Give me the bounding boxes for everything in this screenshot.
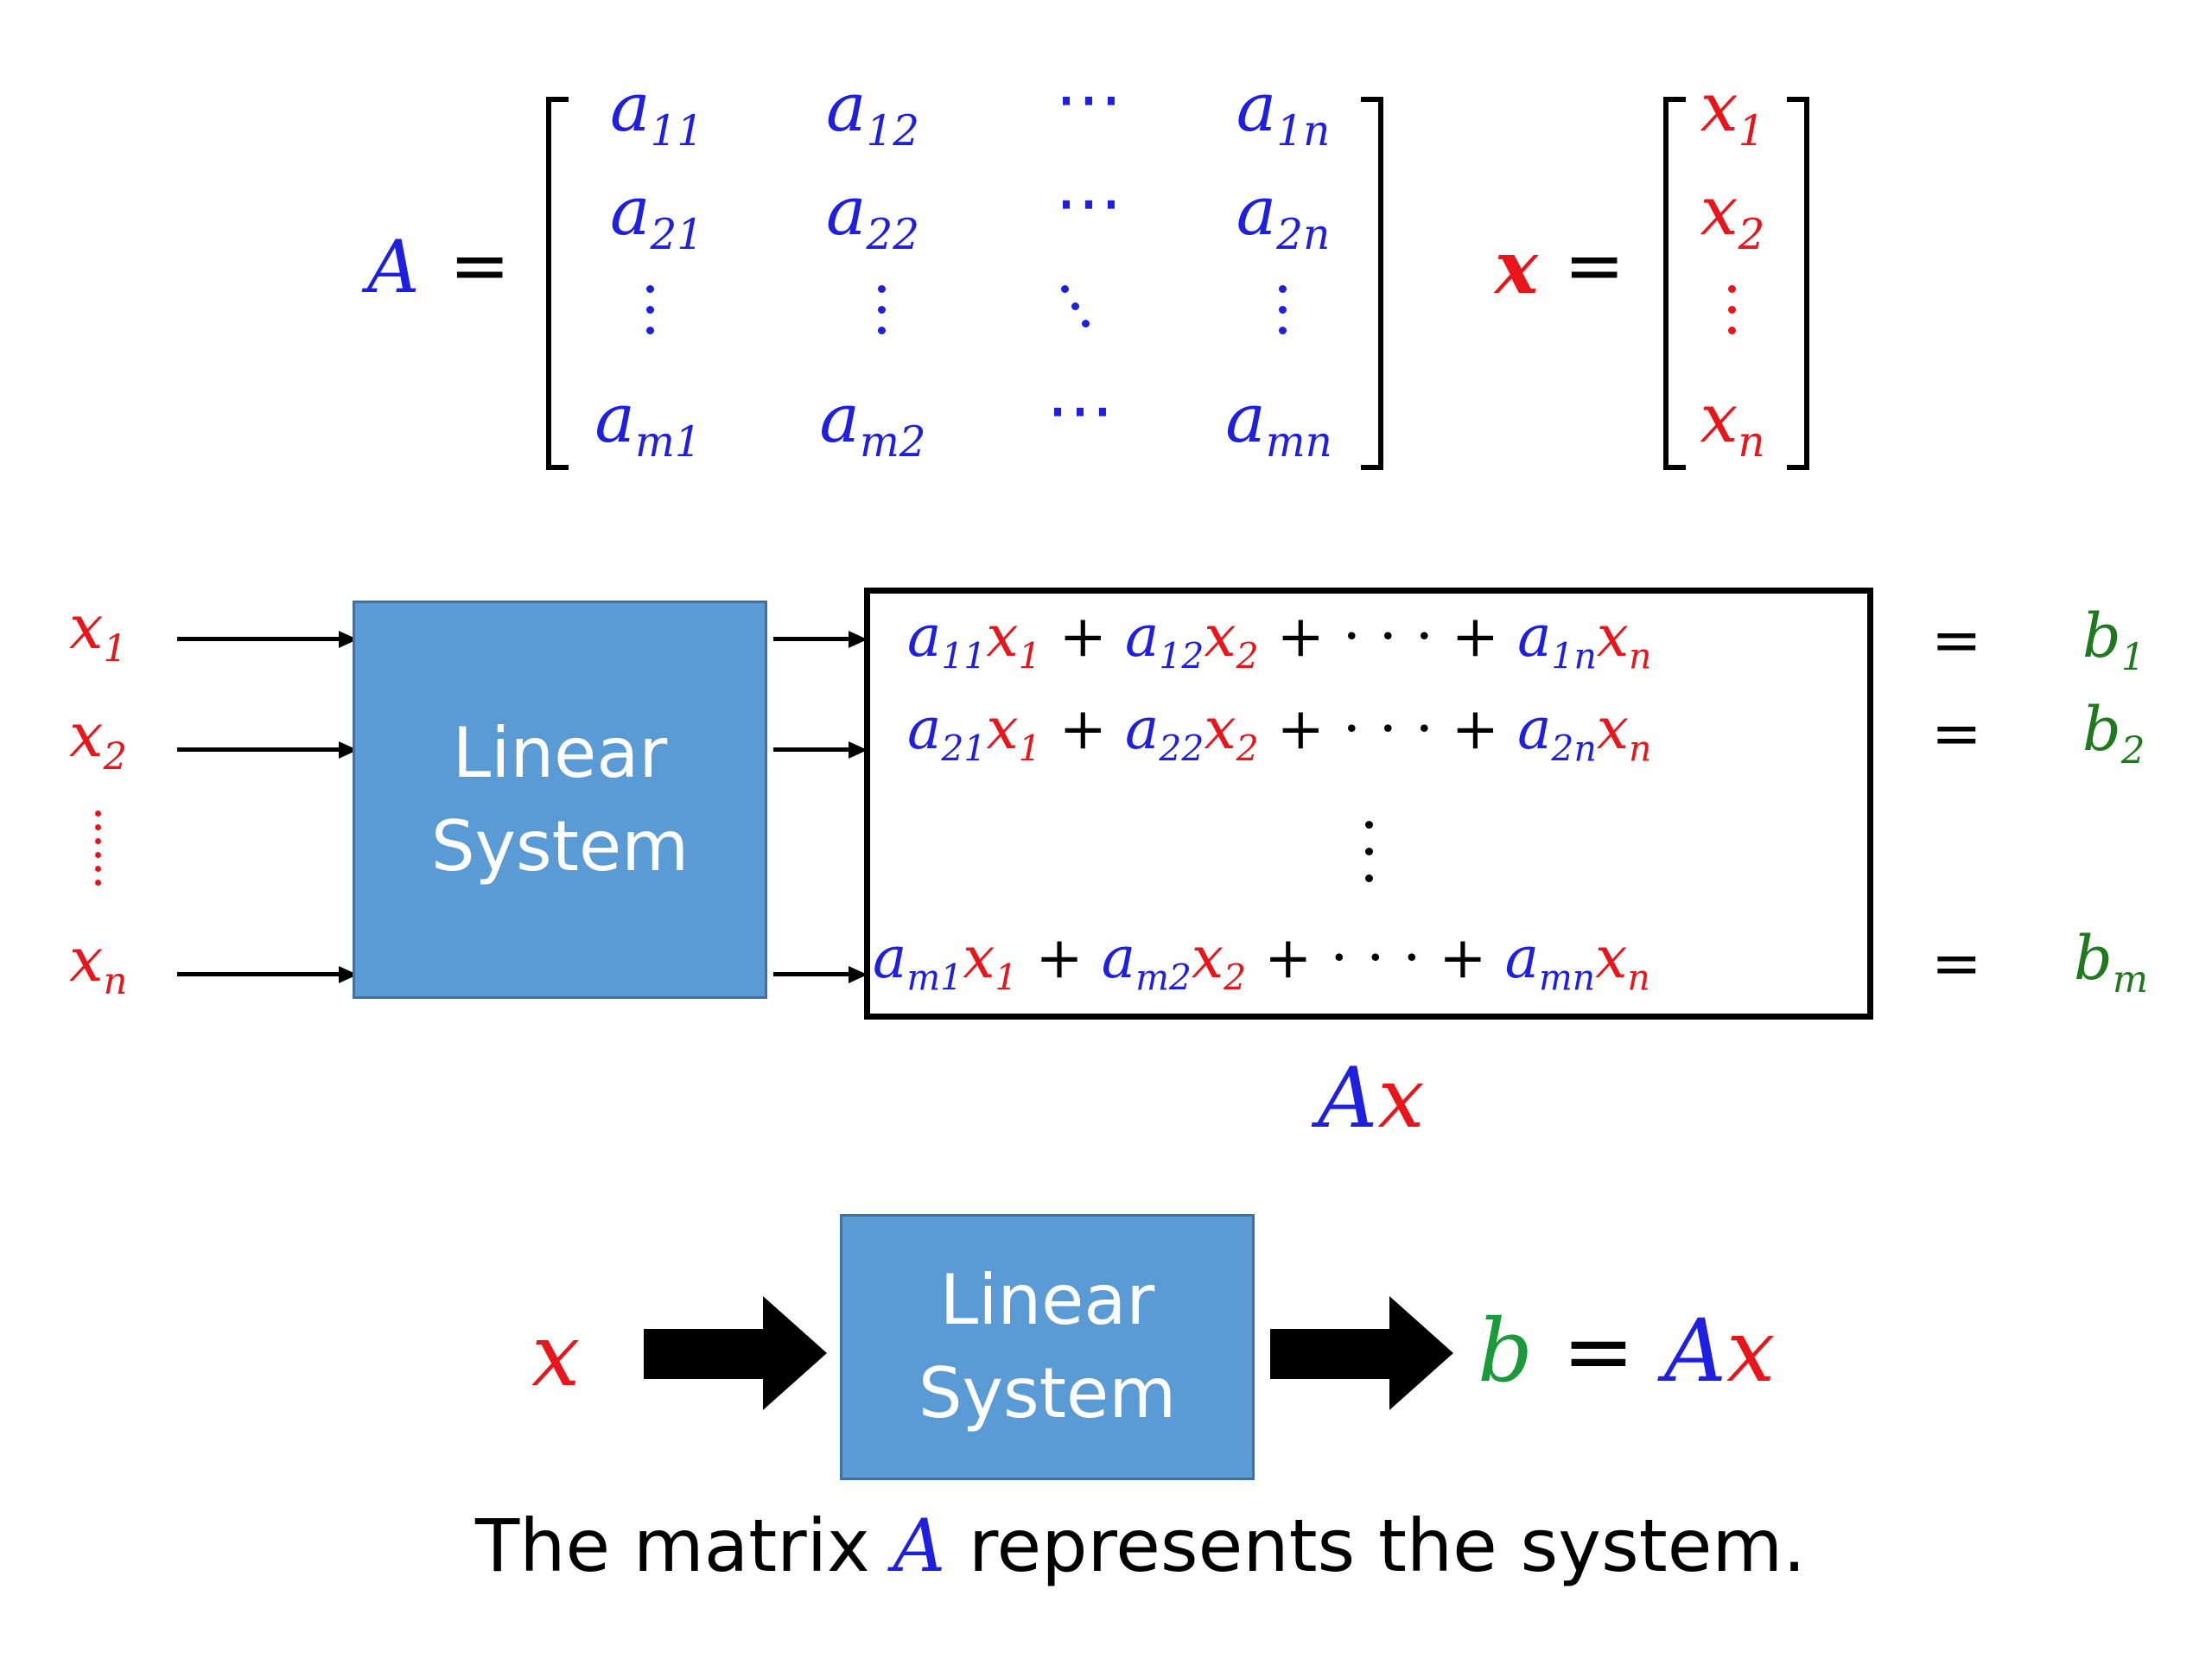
caption-after: represents the system. bbox=[968, 1503, 1806, 1588]
vector-entry-xn: xn bbox=[1700, 380, 1765, 467]
matrix-cell-a22: a22 bbox=[825, 173, 920, 259]
arrow-head-output-1 bbox=[849, 631, 868, 648]
arrow-output-2 bbox=[773, 747, 851, 752]
equals-row-1: = bbox=[1931, 605, 1982, 676]
arrow-input-2 bbox=[177, 747, 341, 752]
equation-row-m: am1x1 + am2x2 + · · · + amnxn bbox=[873, 925, 1650, 999]
output-b2: b2 bbox=[2082, 694, 2145, 773]
matrix-cell-a21: a21 bbox=[609, 173, 704, 259]
matrix-a-right-bracket bbox=[1361, 97, 1383, 470]
input-x2: x2 bbox=[69, 700, 128, 779]
linear-system-box-detailed: Linear System bbox=[353, 601, 767, 999]
compact-output-x: x bbox=[1726, 1300, 1776, 1402]
arrow-output-1 bbox=[773, 637, 851, 641]
matrix-ddots bbox=[1061, 285, 1113, 346]
matrix-cell-a12: a12 bbox=[825, 69, 920, 156]
compact-output-equals: = bbox=[1562, 1300, 1635, 1402]
equation-vdots bbox=[1365, 821, 1374, 901]
output-bm: bm bbox=[2074, 923, 2148, 1002]
caption-before: The matrix bbox=[475, 1503, 870, 1588]
vector-entry-x1: x1 bbox=[1700, 69, 1765, 156]
vector-x-equals: = bbox=[1564, 223, 1625, 308]
matrix-a-left-bracket bbox=[546, 97, 569, 470]
caption: The matrix A represents the system. bbox=[475, 1503, 1806, 1588]
matrix-cell-cdots-4: ⋯ bbox=[1046, 372, 1114, 449]
arrow-head-output-2 bbox=[849, 741, 868, 759]
compact-output-expression: b = Ax bbox=[1478, 1300, 1775, 1402]
linear-system-label-line2: System bbox=[430, 805, 690, 887]
equals-row-m: = bbox=[1931, 928, 1982, 999]
matrix-cell-a11: a11 bbox=[609, 69, 704, 156]
matrix-a-label: A bbox=[367, 225, 420, 309]
vector-entry-x2: x2 bbox=[1700, 173, 1765, 259]
matrix-vdots-col2 bbox=[878, 285, 887, 347]
linear-system-label-line1: Linear bbox=[452, 712, 668, 793]
equation-row-2: a21x1 + a22x2 + · · · + a2nxn bbox=[907, 696, 1652, 770]
matrix-cell-am2: am2 bbox=[819, 380, 926, 467]
arrow-head-output-n bbox=[849, 966, 868, 983]
matrix-cell-amn: amn bbox=[1225, 380, 1332, 467]
matrix-cell-cdots-2: ⋯ bbox=[1055, 164, 1122, 242]
compact-output-b: b bbox=[1478, 1300, 1534, 1402]
compact-system-label-line2: System bbox=[918, 1353, 1177, 1433]
equals-row-2: = bbox=[1931, 698, 1982, 769]
matrix-cell-cdots-1: ⋯ bbox=[1055, 60, 1122, 138]
thick-arrow-left bbox=[644, 1296, 827, 1410]
equations-box-caption: Ax bbox=[1318, 1050, 1425, 1147]
arrow-output-n bbox=[773, 972, 851, 976]
caption-symbol: A bbox=[893, 1503, 946, 1588]
arrow-input-1 bbox=[177, 637, 341, 641]
vector-vdots bbox=[1728, 285, 1737, 347]
compact-input-x: x bbox=[531, 1305, 581, 1406]
thick-arrow-right bbox=[1270, 1296, 1453, 1410]
output-b1: b1 bbox=[2082, 601, 2145, 680]
input-xn: xn bbox=[69, 925, 128, 1004]
matrix-cell-am1: am1 bbox=[594, 380, 702, 467]
matrix-cell-a1n: a1n bbox=[1236, 69, 1331, 156]
matrix-cell-a2n: a2n bbox=[1236, 173, 1331, 259]
matrix-a-equals: = bbox=[449, 223, 511, 308]
arrow-input-n bbox=[177, 972, 341, 976]
vector-x-left-bracket bbox=[1663, 97, 1686, 470]
matrix-vdots-col4 bbox=[1279, 285, 1287, 347]
equations-box bbox=[864, 588, 1873, 1020]
compact-output-a: A bbox=[1663, 1300, 1727, 1402]
matrix-vdots-col1 bbox=[646, 285, 655, 347]
input-x1: x1 bbox=[69, 592, 128, 671]
equation-row-1: a11x1 + a12x2 + · · · + a1nxn bbox=[907, 603, 1652, 677]
vector-x-right-bracket bbox=[1787, 97, 1809, 470]
linear-system-box-compact: Linear System bbox=[840, 1214, 1255, 1480]
vector-x-label: x bbox=[1495, 225, 1539, 310]
input-vdots bbox=[95, 810, 102, 893]
compact-system-label-line1: Linear bbox=[939, 1260, 1155, 1340]
